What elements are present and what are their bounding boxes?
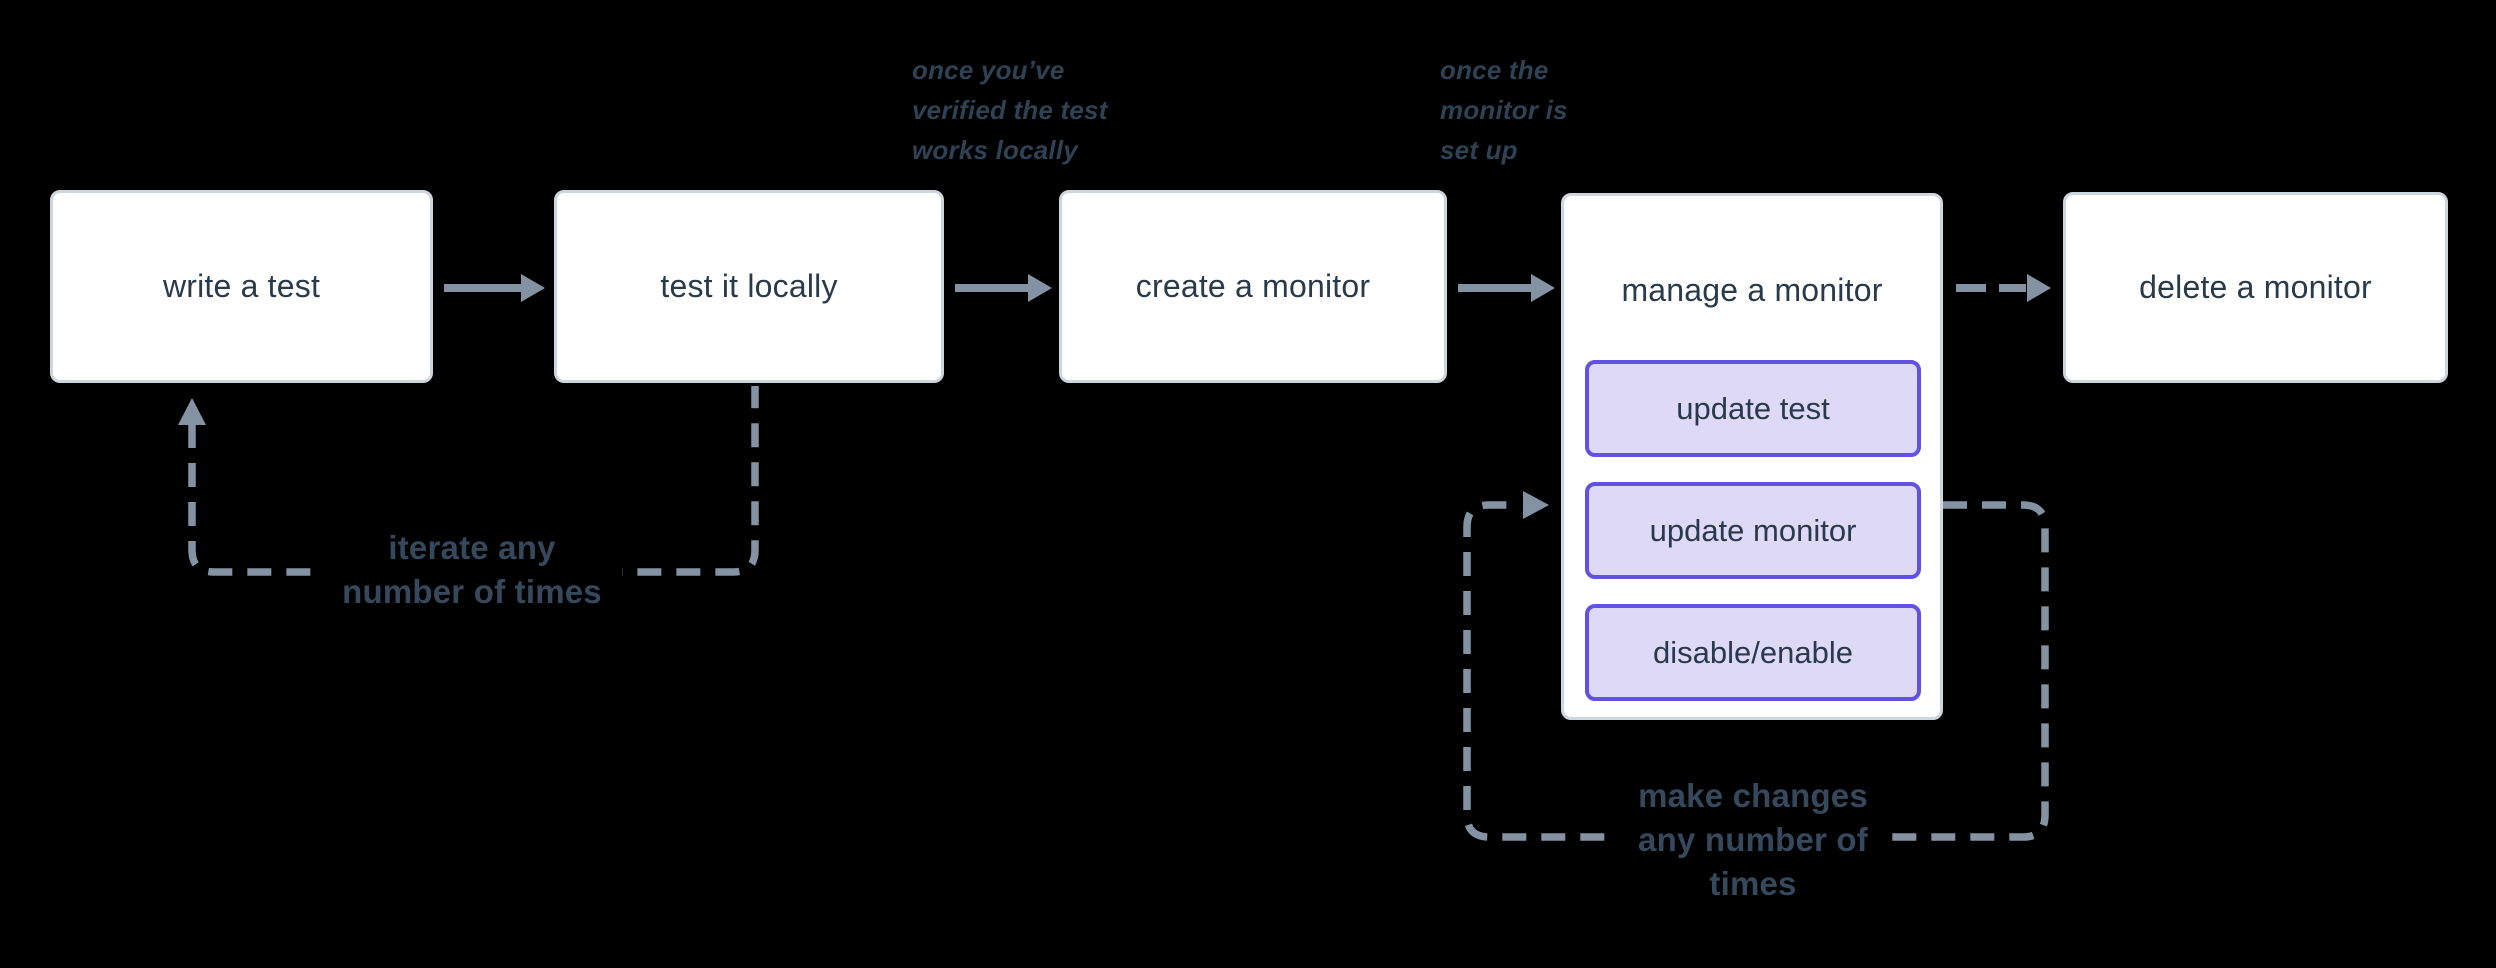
node-test-it-locally: test it locally [554,190,944,383]
annotation-line: set up [1440,135,1518,165]
node-label: test it locally [660,268,838,304]
arrow-test-to-create [955,274,1052,302]
subnode-update-monitor: update monitor [1585,482,1921,579]
node-manage-a-monitor: manage a monitor update test update moni… [1561,193,1943,720]
loop-iterate-arrowhead [178,398,206,425]
node-create-a-monitor: create a monitor [1059,190,1447,383]
node-write-a-test: write a test [50,190,433,383]
node-label: create a monitor [1135,268,1371,304]
arrow-create-to-manage [1458,274,1555,302]
loop-label-iterate: iterate any number of times [322,526,622,614]
annotation-line: once the [1440,55,1549,85]
annotation-once-verified: once you’ve verified the test works loca… [912,50,1108,170]
loop-label-line: make changes [1638,777,1868,814]
loop-label-line: times [1709,865,1797,902]
loop-label-make-changes: make changes any number of times [1618,774,1888,906]
annotation-line: monitor is [1440,95,1568,125]
node-label: delete a monitor [2139,269,2372,305]
subnode-update-test: update test [1585,360,1921,457]
annotation-line: works locally [912,135,1078,165]
loop-iterate [178,386,759,576]
arrow-manage-to-delete [1956,274,2051,302]
loop-iterate-path [188,386,759,576]
node-label: write a test [162,268,321,304]
loop-make-changes-arrowhead [1523,491,1549,519]
annotation-line: verified the test [912,95,1108,125]
annotation-line: once you’ve [912,55,1065,85]
annotation-once-set-up: once the monitor is set up [1440,50,1568,170]
loop-label-line: any number of [1638,821,1868,858]
node-delete-a-monitor: delete a monitor [2063,192,2448,383]
loop-label-line: number of times [342,573,602,610]
subnode-disable-enable: disable/enable [1585,604,1921,701]
node-label: manage a monitor [1621,271,1883,308]
arrow-write-to-test [444,274,545,302]
loop-label-line: iterate any [388,529,556,566]
